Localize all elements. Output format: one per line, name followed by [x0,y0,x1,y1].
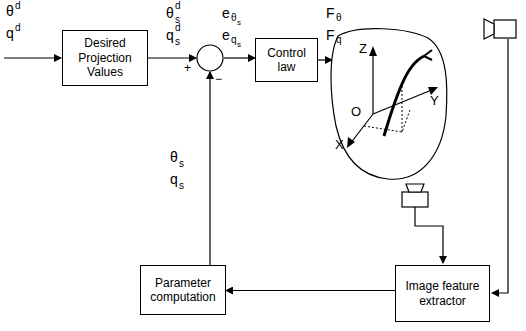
robot-drawing [373,89,434,114]
signal-arrow [318,59,332,60]
axis-label: Y [430,94,439,107]
signal-label: θ [166,6,174,20]
process-box: Control law [255,38,318,82]
node-label: Image feature extractor [404,279,481,308]
robot-drawing [350,114,373,144]
signal-label: d [175,23,181,33]
sign-label: + [184,62,191,74]
signal-label: s [179,159,184,169]
node-label: Desired Projection Values [71,36,139,79]
signal-label: e [222,6,230,20]
signal-label: θ [6,4,14,18]
signal-label: q [336,35,342,45]
signal-label: d [15,23,21,33]
signal-label: F [326,6,335,20]
node-label: Control law [264,46,309,75]
process-box: Parameter computation [140,265,226,315]
junction-outline [197,45,223,71]
robot-drawing [384,56,424,136]
robot-drawing [372,50,373,114]
robot-drawing [402,84,403,132]
input-wire [4,57,61,58]
signal-label: q [170,172,178,186]
signal-label: d [175,1,181,11]
robot-drawing [331,29,447,180]
signal-label: θ [231,13,237,23]
signal-label: θ [170,150,178,164]
robot-drawing [424,50,432,60]
signal-label: q [231,35,237,45]
summing-junction: +− [196,44,224,72]
signal-label: q [166,28,174,42]
signal-label: d [15,1,21,11]
signal-label: s [175,37,180,47]
camera-symbol [402,184,428,207]
robot-drawing [347,137,355,148]
node-label: Parameter computation [149,276,217,305]
axis-label: Z [359,42,367,55]
camera-wire [492,39,508,293]
signal-arrow [226,290,395,291]
camera-wire [415,207,443,263]
process-box: Desired Projection Values [62,30,148,86]
signal-label: s [237,41,241,49]
signal-arrow [209,72,210,265]
process-box: Image feature extractor [395,265,490,322]
sign-label: − [215,73,222,85]
signal-arrow [148,57,196,58]
junction-circle [196,44,224,72]
signal-label: s [237,19,241,27]
signal-arrow [224,57,255,58]
signal-label: e [222,28,230,42]
camera-symbol [484,19,516,39]
axis-label: O [351,105,361,118]
workspace-region: Z Y O X [328,26,450,186]
signal-label: F [326,28,335,42]
signal-label: s [179,181,184,191]
axis-label: X [335,138,344,151]
signal-label: θ [336,13,342,23]
signal-label: q [6,26,14,40]
robot-drawing [369,46,377,56]
